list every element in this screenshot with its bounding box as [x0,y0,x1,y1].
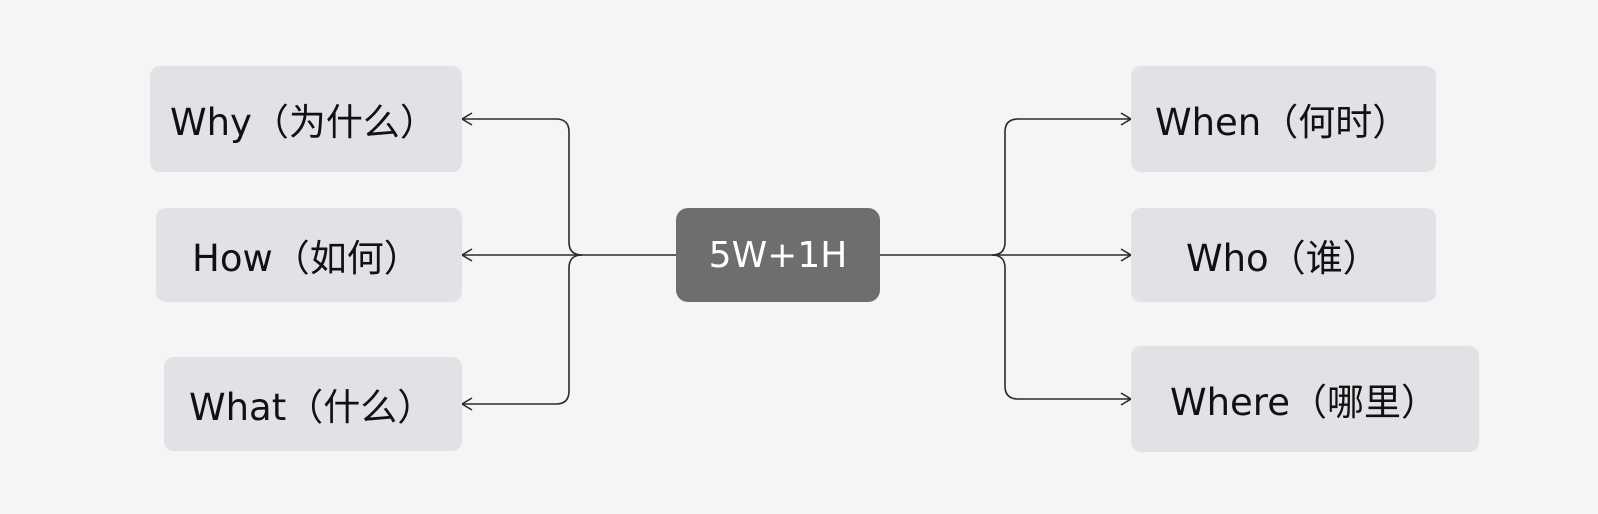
connector-to-why [462,118,583,256]
arrowhead-how [460,248,473,262]
node-who[interactable]: Who（谁） [1131,208,1436,302]
arrowhead-why [460,112,473,126]
center-node[interactable]: 5W+1H [676,208,880,302]
node-what[interactable]: What（什么） [164,357,462,451]
node-when[interactable]: When（何时） [1131,66,1436,172]
node-where-label: Where（哪里） [1170,381,1438,424]
node-why-label: Why（为什么） [170,101,437,144]
node-who-label: Who（谁） [1186,237,1380,280]
connector-to-where [991,254,1131,400]
node-how-label: How（如何） [192,237,421,280]
node-where[interactable]: Where（哪里） [1131,346,1479,452]
center-node-label: 5W+1H [708,234,848,276]
node-what-label: What（什么） [189,386,435,429]
connector-to-when [991,118,1131,256]
arrowhead-what [460,397,473,411]
node-when-label: When（何时） [1155,101,1410,144]
node-how[interactable]: How（如何） [156,208,462,302]
node-why[interactable]: Why（为什么） [150,66,462,172]
connector-to-what [462,254,583,405]
